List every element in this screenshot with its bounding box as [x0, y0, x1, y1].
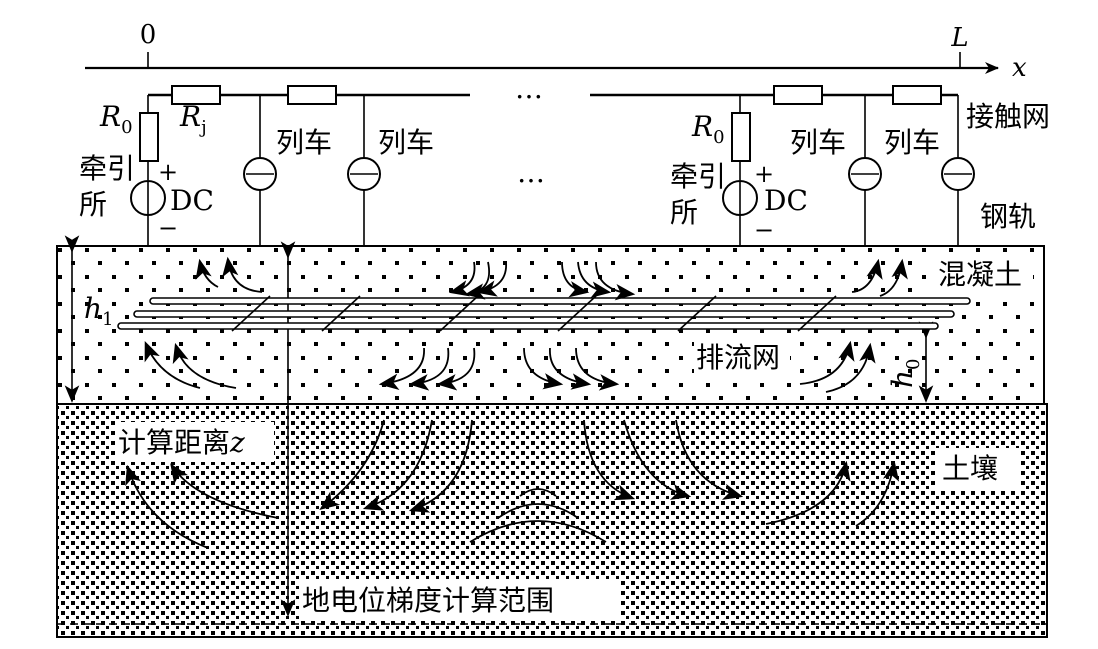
gradient-range-label: 地电位梯度计算范围	[302, 584, 554, 617]
resistor-series-3	[773, 85, 823, 105]
current-flow-soil	[125, 419, 900, 549]
train-label-4: 列车	[884, 126, 940, 159]
ellipsis-middle: …	[517, 156, 545, 189]
rj-label: Rj	[179, 100, 207, 138]
axis-origin-label: 0	[140, 20, 157, 50]
current-flow-concrete-upper	[195, 256, 908, 301]
resistor-r0-left	[139, 112, 159, 162]
drainage-crossbars	[231, 295, 837, 332]
drainage-bar-2	[133, 310, 955, 318]
current-flow-concrete-lower	[144, 340, 876, 393]
train-label-3: 列车	[790, 126, 846, 159]
dc-label-left: DC	[170, 184, 214, 217]
catenary-label: 接触网	[966, 100, 1050, 133]
drainage-bar-3	[117, 322, 939, 330]
drainage-bar-1	[149, 297, 971, 305]
substation-label-right-1: 牵引	[670, 160, 726, 193]
axis-end-label: L	[950, 23, 968, 53]
resistor-series-4	[892, 85, 942, 105]
h1-label: h1	[84, 292, 114, 330]
soil-label: 土壤	[942, 452, 998, 485]
substation-label-left-2: 所	[79, 188, 107, 221]
plus-right: +	[754, 160, 774, 188]
substation-label-right-2: 所	[670, 196, 698, 229]
concrete-label: 混凝土	[938, 258, 1022, 291]
h0-label: h0	[886, 359, 924, 389]
minus-right: −	[754, 216, 774, 244]
substation-label-left-1: 牵引	[79, 152, 135, 185]
axis-x-label: x	[1012, 53, 1027, 83]
ellipsis-top: …	[515, 72, 543, 105]
r0-left-label: R0	[99, 100, 133, 138]
drainage-net-label: 排流网	[696, 341, 780, 374]
train-label-2: 列车	[378, 126, 434, 159]
resistor-r0-right	[731, 112, 751, 162]
calc-distance-label: 计算距离z	[118, 426, 245, 459]
train-label-1: 列车	[276, 126, 332, 159]
minus-left: −	[158, 214, 178, 242]
plus-left: +	[158, 158, 178, 186]
resistor-rj-1	[171, 85, 221, 105]
r0-right-label: R0	[691, 110, 725, 148]
resistor-series-2	[287, 85, 337, 105]
dc-label-right: DC	[764, 184, 808, 217]
rail-label: 钢轨	[980, 200, 1036, 233]
